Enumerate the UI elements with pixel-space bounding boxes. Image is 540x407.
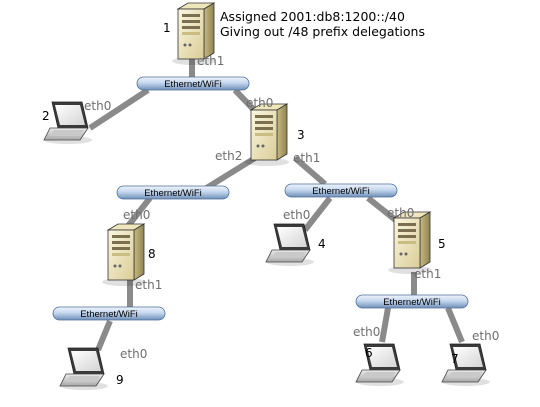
iface-l7-eth0: eth0: [472, 329, 499, 343]
laptop-icon-node-6: [355, 343, 405, 387]
node-5-number: 5: [438, 237, 446, 251]
iface-l6-eth0: eth0: [353, 325, 380, 339]
node-7-number: 7: [451, 352, 459, 366]
node-8-number: 8: [148, 247, 156, 261]
iface-r3-eth2: eth2: [215, 149, 242, 163]
bus-3-label: Ethernet/WiFi: [312, 186, 370, 197]
bus-2-label: Ethernet/WiFi: [144, 188, 202, 199]
annotation-line-2: Giving out /48 prefix delegations: [220, 24, 425, 39]
link-bus1-l2: [88, 87, 150, 131]
node-4-number: 4: [318, 237, 326, 251]
iface-r3-eth0: eth0: [246, 96, 273, 110]
bus-4: Ethernet/WiFi: [52, 306, 166, 321]
node-6-number: 6: [365, 346, 373, 360]
iface-r5-eth0: eth0: [387, 206, 414, 220]
server-icon-node-3: [244, 103, 290, 167]
iface-l2-eth0: eth0: [84, 99, 111, 113]
iface-r8-eth0: eth0: [123, 208, 150, 222]
link-bus4-l9: [95, 319, 113, 352]
iface-r1-eth1: eth1: [197, 54, 224, 68]
bus-5: Ethernet/WiFi: [355, 294, 469, 309]
link-r3-bus3: [293, 155, 327, 187]
link-bus5-l7: [445, 306, 465, 344]
bus-3: Ethernet/WiFi: [284, 183, 398, 198]
link-bus3-l4: [302, 196, 333, 232]
server-icon-node-5: [387, 211, 433, 275]
bus-1-label: Ethernet/WiFi: [164, 79, 222, 90]
node-1-number: 1: [163, 21, 171, 35]
node-9-number: 9: [116, 373, 124, 387]
links: [88, 58, 465, 352]
iface-l9-eth0: eth0: [120, 347, 147, 361]
iface-r5-eth1: eth1: [414, 267, 441, 281]
server-icon-node-8: [101, 223, 147, 287]
iface-l4-eth0: eth0: [283, 208, 310, 222]
iface-r3-eth1: eth1: [293, 151, 320, 165]
bus-1: Ethernet/WiFi: [136, 76, 250, 91]
laptop-icon-node-9: [59, 347, 109, 391]
bus-4-label: Ethernet/WiFi: [80, 309, 138, 320]
annotation-line-1: Assigned 2001:db8:1200::/40: [220, 9, 405, 24]
bus-2: Ethernet/WiFi: [116, 185, 230, 200]
node-3-number: 3: [297, 128, 305, 142]
link-bus5-l6: [379, 307, 391, 343]
iface-r8-eth1: eth1: [135, 278, 162, 292]
node-2-number: 2: [42, 109, 50, 123]
bus-5-label: Ethernet/WiFi: [383, 297, 441, 308]
link-bus1-r3: [232, 87, 259, 115]
link-bus2-r8: [125, 196, 153, 228]
laptop-icon-node-7: [441, 343, 491, 387]
link-bus3-r5: [366, 195, 400, 225]
